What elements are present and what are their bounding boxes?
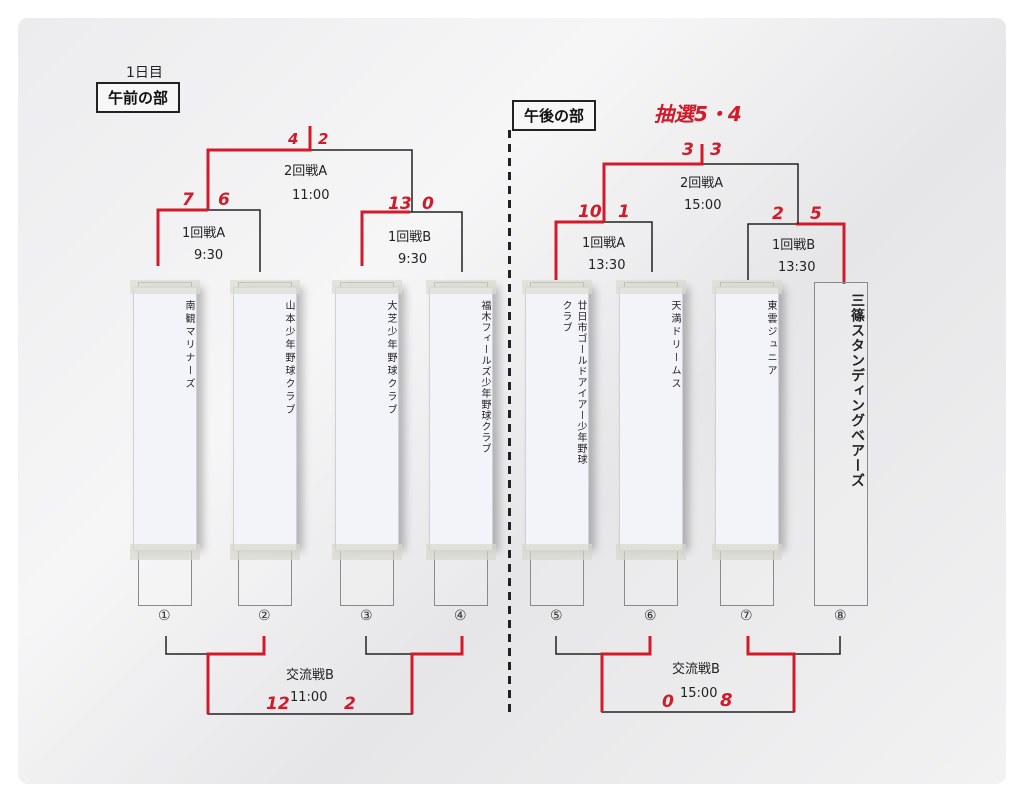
team-slot-6: 天満ドリームス — [616, 280, 686, 606]
team-card: 大芝少年野球クラブ — [332, 280, 402, 560]
team-name: 三篠スタンディングベアーズ — [849, 293, 865, 488]
afternoon-r1b-score-left: 2 — [772, 204, 784, 224]
team-name: 山本少年野球クラブ — [283, 300, 294, 417]
afternoon-ex-right — [747, 636, 841, 655]
team-card: 東雲ジュニア — [712, 280, 782, 560]
morning-r1b-label: 1回戦B — [388, 230, 432, 245]
team-name: 南観マリナーズ — [183, 300, 194, 391]
morning-r1a-time: 9:30 — [194, 248, 224, 263]
afternoon-r1b-line — [747, 223, 845, 284]
afternoon-r2-score-left: 3 — [682, 140, 694, 160]
morning-r1a-score-right: 6 — [218, 190, 230, 210]
team-number: ③ — [360, 608, 373, 624]
morning-r1b-win — [360, 210, 410, 266]
morning-r1a-win — [156, 208, 208, 266]
afternoon-ex-win2 — [746, 636, 796, 712]
team-name: 福木フィールズ少年野球クラブ — [479, 300, 490, 454]
morning-r2-score-left: 4 — [288, 130, 299, 148]
team-number: ② — [258, 608, 271, 624]
team-slot-3: 大芝少年野球クラブ — [332, 280, 402, 606]
section-divider — [508, 130, 511, 714]
morning-ex-win — [206, 636, 266, 714]
morning-section-label: 午前の部 — [96, 82, 181, 113]
team-card: 福木フィールズ少年野球クラブ — [426, 280, 496, 560]
afternoon-r1a-time: 13:30 — [588, 258, 626, 273]
team-name: 天満ドリームス — [669, 300, 680, 391]
afternoon-section-label: 午後の部 — [512, 100, 597, 131]
team-card: 廿日市ゴールドアイアー少年野球クラブ — [522, 280, 592, 560]
afternoon-r1b-label: 1回戦B — [772, 238, 816, 253]
team-slot-1: 南観マリナーズ — [130, 280, 200, 606]
day-label: 1日目 — [126, 65, 163, 81]
team-number: ④ — [454, 608, 467, 624]
team-name: 廿日市ゴールドアイアー少年野球クラブ — [560, 300, 586, 465]
afternoon-r1b-score-right: 5 — [810, 204, 822, 224]
team-slot-7: 東雲ジュニア — [712, 280, 782, 606]
afternoon-r1b-win — [796, 222, 846, 284]
team-card: 山本少年野球クラブ — [230, 280, 300, 560]
afternoon-r1a-label: 1回戦A — [582, 236, 626, 251]
team-number: ⑥ — [644, 608, 657, 624]
afternoon-r1a-score-right: 1 — [618, 202, 630, 222]
afternoon-r1b-time: 13:30 — [778, 260, 816, 275]
afternoon-exchange-score-left: 0 — [662, 692, 674, 712]
team-slot-2: 山本少年野球クラブ — [230, 280, 300, 606]
afternoon-exchange-time: 15:00 — [680, 686, 718, 701]
morning-exchange-time: 11:00 — [290, 690, 328, 705]
morning-r1a-label: 1回戦A — [182, 226, 226, 241]
morning-r1b-time: 9:30 — [398, 252, 428, 267]
team-slot-5: 廿日市ゴールドアイアー少年野球クラブ — [522, 280, 592, 606]
morning-r2-label: 2回戦A — [284, 164, 328, 179]
morning-r2-score-right: 2 — [318, 130, 329, 148]
team-number: ⑤ — [550, 608, 563, 624]
afternoon-r2-win — [602, 144, 704, 222]
team-name: 大芝少年野球クラブ — [385, 300, 396, 417]
morning-ex-left — [165, 636, 265, 655]
morning-r1b-score-left: 13 — [388, 194, 412, 214]
morning-ex-win2 — [410, 636, 464, 714]
team-number: ① — [158, 608, 171, 624]
afternoon-exchange-score-right: 8 — [720, 690, 733, 711]
morning-ex-bottom — [207, 654, 413, 715]
afternoon-ex-win — [600, 636, 652, 712]
team-slot-4: 福木フィールズ少年野球クラブ — [426, 280, 496, 606]
morning-ex-right — [365, 636, 463, 655]
afternoon-r2-label: 2回戦A — [680, 176, 724, 191]
afternoon-r2-score-right: 3 — [710, 140, 722, 160]
bracket-lines — [156, 126, 846, 715]
bracket-photo: 1日目 午前の部 午後の部 抽選5・4 2回戦A 11:00 4 2 1回戦A … — [18, 18, 1006, 784]
morning-r1a-score-left: 7 — [182, 190, 194, 210]
afternoon-exchange-label: 交流戦B — [672, 662, 720, 677]
morning-exchange-label: 交流戦B — [286, 668, 334, 683]
team-card: 天満ドリームス — [616, 280, 686, 560]
morning-r2-win — [206, 126, 312, 210]
morning-r2-time: 11:00 — [292, 188, 330, 203]
morning-exchange-score-right: 2 — [344, 694, 356, 714]
team-name: 東雲ジュニア — [765, 300, 776, 378]
afternoon-r1a-win — [554, 220, 604, 280]
lottery-note: 抽選5・4 — [654, 102, 742, 126]
team-number: ⑧ — [834, 608, 847, 624]
afternoon-ex-left — [555, 636, 651, 655]
morning-r1b-score-right: 0 — [422, 194, 434, 214]
team-card: 南観マリナーズ — [130, 280, 200, 560]
morning-exchange-score-left: 12 — [266, 694, 290, 714]
afternoon-r2-time: 15:00 — [684, 198, 722, 213]
afternoon-r1a-score-left: 10 — [578, 202, 602, 222]
team-slot-8: 三篠スタンディングベアーズ — [814, 282, 868, 606]
team-number: ⑦ — [740, 608, 753, 624]
